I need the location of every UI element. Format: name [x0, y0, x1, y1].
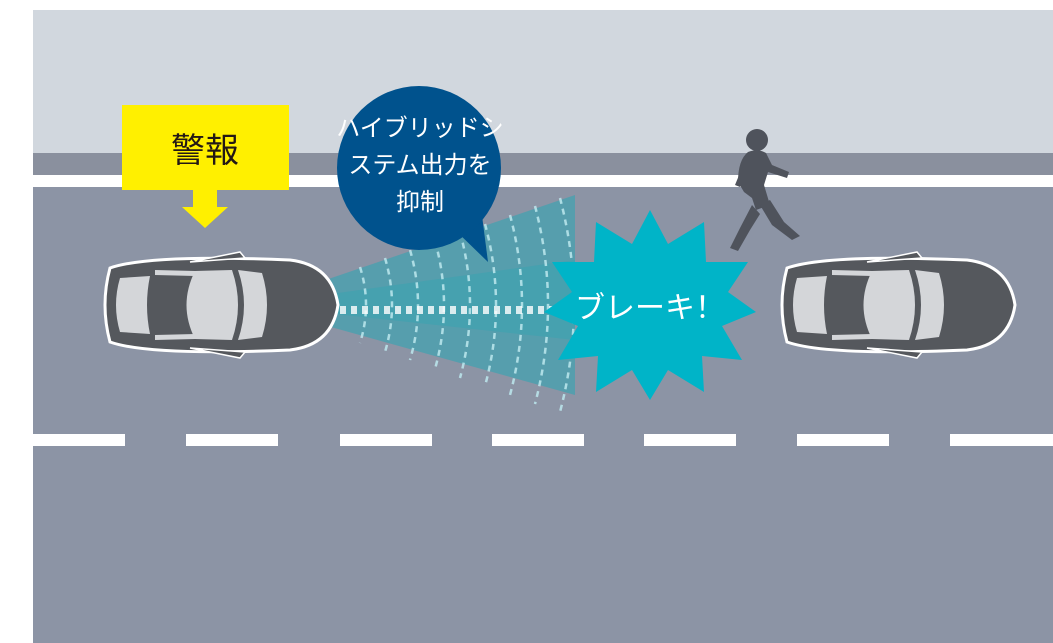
brake-label: ブレーキ！ — [575, 291, 725, 326]
brake-callout: ブレーキ！ — [544, 210, 756, 400]
hybrid-system-callout: ハイブリッドシ ステム出力を 抑制 — [336, 86, 504, 262]
sensor-beam-icon — [252, 195, 600, 413]
hybrid-label-line3: 抑制 — [396, 188, 444, 216]
down-arrow-icon — [182, 190, 228, 228]
car-ahead — [780, 251, 1017, 359]
pedestrian-icon — [730, 129, 800, 251]
lane-dashed-line — [33, 434, 1053, 446]
warning-box — [122, 105, 289, 190]
warning-label: 警報 — [171, 131, 239, 171]
own-car — [103, 251, 340, 359]
hybrid-label-line2: ステム出力を — [348, 151, 491, 179]
brake-burst — [544, 210, 756, 400]
warning-callout: 警報 — [122, 105, 289, 228]
hybrid-bubble — [337, 86, 501, 250]
hybrid-label-line1: ハイブリッドシ — [336, 114, 504, 142]
